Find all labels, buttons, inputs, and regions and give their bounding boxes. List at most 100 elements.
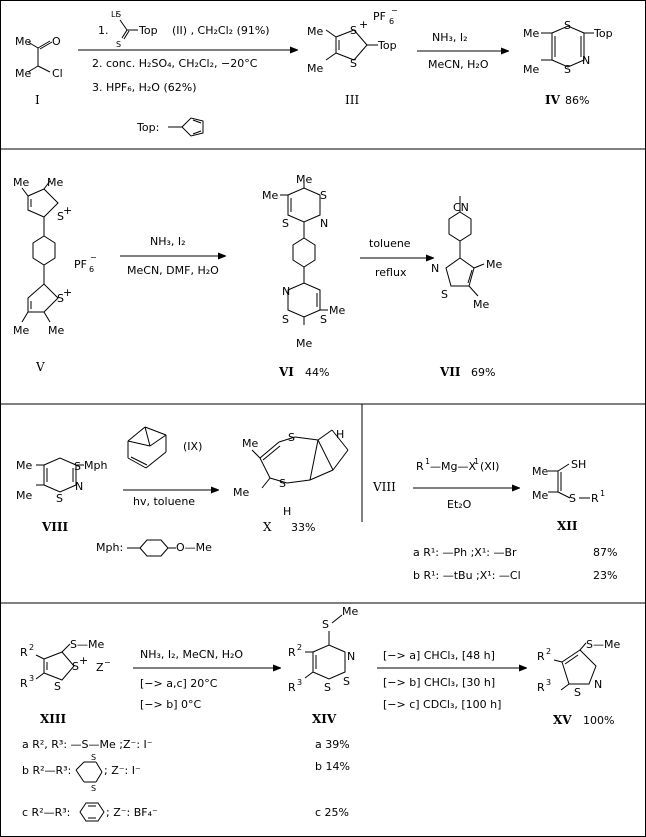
structure-IX: (IX) bbox=[127, 426, 202, 469]
compound-label-XIII: XIII bbox=[40, 712, 67, 726]
yield-XV: 100% bbox=[583, 714, 614, 727]
variant-b-ring: S S bbox=[75, 753, 103, 793]
structure-XIV: S Me R 2 R 3 N S S XIV bbox=[288, 605, 358, 726]
variant-b-tail: ; Z⁻: I⁻ bbox=[104, 764, 141, 777]
substituent-R2-superscript: 2 bbox=[546, 647, 551, 656]
atom-Me: Me bbox=[307, 25, 323, 38]
substituent-R3: R bbox=[537, 681, 545, 694]
atom-N: N bbox=[282, 285, 290, 298]
structure-V: Me Me S + S + Me Me PF 6 − V bbox=[13, 176, 97, 374]
variant-c-tail: ; Z⁻: BF₄⁻ bbox=[106, 806, 158, 819]
compound-label-I: I bbox=[35, 93, 40, 107]
substituent-R2: R bbox=[288, 646, 296, 659]
step1-conditions: (II) , CH₂Cl₂ (91%) bbox=[172, 24, 270, 37]
methoxy-label: O—Me bbox=[176, 541, 212, 554]
atom-Me: Me bbox=[13, 324, 29, 337]
structure-IV: Me Me S S N Top IV 86% bbox=[523, 19, 613, 107]
reagent-label-XI: (XI) bbox=[480, 460, 499, 473]
atom-H: H bbox=[336, 428, 344, 441]
arrow-condition-b: [−> b] 0°C bbox=[140, 698, 201, 711]
atom-Me: Me bbox=[262, 189, 278, 202]
structure-XV: S—Me R 2 R 3 N S XV 100% bbox=[537, 638, 620, 727]
atom-Me: Me bbox=[329, 304, 345, 317]
atom-S: S bbox=[116, 10, 121, 19]
structure-X: Me Me S S H H X 33% bbox=[233, 428, 349, 534]
arrow2-reagents: NH₃, I₂ bbox=[432, 31, 468, 44]
structure-VII: CN N S Me Me VII 69% bbox=[431, 196, 502, 379]
compound-label-IV: IV bbox=[545, 93, 561, 107]
charge-plus: + bbox=[79, 654, 88, 667]
step3-conditions: 3. HPF₆, H₂O (62%) bbox=[92, 81, 197, 94]
atom-Me: Me bbox=[296, 337, 312, 350]
atom-N: N bbox=[75, 480, 83, 493]
atom-Me: Me bbox=[242, 437, 258, 450]
atom-S: S bbox=[54, 680, 61, 693]
atom-Me: Me bbox=[47, 176, 63, 189]
atom-Me: Me bbox=[48, 324, 64, 337]
substituent-R2-superscript: 2 bbox=[297, 643, 302, 652]
yield-XIV-b: b 14% bbox=[315, 760, 350, 773]
atom-S: S bbox=[74, 460, 81, 473]
atom-H: H bbox=[283, 505, 291, 518]
atom-Me: Me bbox=[486, 258, 502, 271]
substituent-R2: R bbox=[537, 650, 545, 663]
methoxyphenyl-group: O—Me bbox=[127, 539, 212, 557]
atom-S: S bbox=[116, 40, 121, 49]
atom-S: S bbox=[350, 57, 357, 70]
yield-XIV-a: a 39% bbox=[315, 738, 350, 751]
structure-VIII: Me Me S Mph S N VIII bbox=[16, 457, 107, 534]
substituent-CN: CN bbox=[453, 201, 469, 214]
arrow-conditions: reflux bbox=[375, 266, 407, 279]
variant-a: a R², R³: —S—Me ;Z⁻: I⁻ bbox=[22, 738, 153, 751]
atom-Me: Me bbox=[523, 27, 539, 40]
arrow-solvent: toluene bbox=[369, 237, 411, 250]
atom-Me: Me bbox=[523, 63, 539, 76]
option-a-yield: 87% bbox=[593, 546, 617, 559]
substituent-S-Me: S—Me bbox=[586, 638, 620, 651]
atom-O: O bbox=[52, 35, 61, 48]
counterion-charge: − bbox=[391, 6, 398, 15]
atom-S: S bbox=[91, 753, 96, 762]
charge-plus: + bbox=[63, 204, 72, 217]
atom-S: S bbox=[574, 686, 581, 699]
arrow-conditions: hv, toluene bbox=[133, 495, 195, 508]
atom-Me: Me bbox=[15, 35, 31, 48]
arrow2-conditions: MeCN, H₂O bbox=[428, 58, 489, 71]
arrow-condition-c: [−> c] CDCl₃, [100 h] bbox=[383, 698, 501, 711]
yield-XIV-c: c 25% bbox=[315, 806, 349, 819]
atom-S: S bbox=[441, 288, 448, 301]
structure-VI: Me Me S S N N S S Me Me VI 44% bbox=[262, 173, 345, 379]
substituent-S-Me: S—Me bbox=[70, 638, 104, 651]
option-b-substituents: b R¹: —tBu ;X¹: —Cl bbox=[413, 569, 521, 582]
reagent-II: Li S S bbox=[111, 10, 138, 49]
atom-S: S bbox=[322, 618, 329, 631]
counterion-subscript: 6 bbox=[389, 17, 394, 26]
atom-N: N bbox=[320, 217, 328, 230]
step2-conditions: 2. conc. H₂SO₄, CH₂Cl₂, −20°C bbox=[92, 57, 258, 70]
variant-b-head: b R²—R³: bbox=[22, 764, 71, 777]
reagent-top: Top bbox=[138, 24, 158, 37]
atom-S: S bbox=[320, 189, 327, 202]
substituent-top: Top bbox=[377, 39, 397, 52]
substituent-R2-superscript: 2 bbox=[29, 643, 34, 652]
substituent-SH: SH bbox=[571, 458, 586, 471]
atom-S: S bbox=[91, 784, 96, 793]
counterion-charge: − bbox=[90, 253, 97, 262]
yield-X: 33% bbox=[291, 521, 315, 534]
compound-ref-VIII: VIII bbox=[372, 480, 396, 494]
atom-S: S bbox=[569, 492, 576, 505]
option-a-substituents: a R¹: —Ph ;X¹: —Br bbox=[413, 546, 517, 559]
counterion-PF: PF bbox=[74, 258, 87, 271]
atom-Me: Me bbox=[532, 465, 548, 478]
atom-S: S bbox=[279, 477, 286, 490]
arrow-condition-a: [−> a] CHCl₃, [48 h] bbox=[383, 649, 495, 662]
compound-label-XV: XV bbox=[553, 713, 572, 727]
mph-definition-label: Mph: bbox=[96, 541, 123, 554]
compound-label-V: V bbox=[35, 360, 45, 374]
substituent-R3: R bbox=[288, 681, 296, 694]
compound-label-VII: VII bbox=[439, 365, 461, 379]
counterion-charge: − bbox=[104, 658, 111, 667]
compound-label-XII: XII bbox=[557, 519, 578, 533]
atom-N: N bbox=[582, 54, 590, 67]
